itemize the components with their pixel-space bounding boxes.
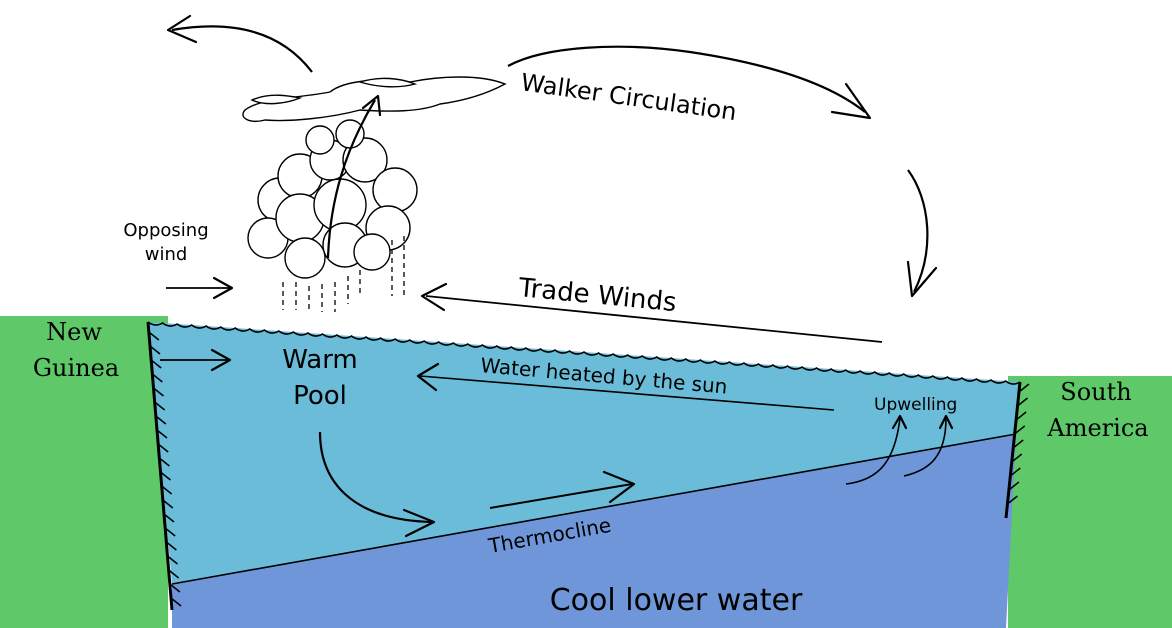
new-guinea-label-line2: Guinea: [33, 354, 119, 382]
upwelling-arrowhead-2: [938, 414, 954, 430]
walker-arrow-descend: [907, 169, 929, 293]
deep-flow-arrowhead: [602, 470, 636, 504]
opposing-wind-label-line2: wind: [145, 244, 188, 265]
walker-arrow-left-head: [166, 14, 198, 44]
opposing-wind-arrowhead: [212, 276, 234, 300]
thermocline-line: [171, 433, 1017, 585]
south-america-land: [1008, 376, 1172, 628]
warm-pool-label-line1: Warm: [282, 345, 358, 375]
south-america-coast: [1004, 381, 1022, 519]
rain-streaks: [282, 236, 405, 312]
rising-air-arrowhead: [361, 94, 382, 117]
water-heated-arrowhead: [416, 362, 440, 392]
south-america-label-line1: South: [1060, 378, 1131, 406]
trade-winds-arrow: [425, 295, 883, 343]
south-america-label-line2: America: [1046, 414, 1148, 442]
cool-lower-water-label: Cool lower water: [550, 583, 803, 618]
sea-surface-waves: [147, 321, 1021, 385]
new-guinea-coast: [146, 321, 174, 611]
upwelling-arrowhead-1: [891, 414, 908, 430]
walker-arrow-top-head: [830, 82, 872, 120]
trade-winds-arrowhead: [420, 282, 448, 312]
walker-arrow-descend-head: [906, 260, 938, 298]
deep-flow-arrow: [489, 483, 633, 509]
warm-water-layer: [148, 322, 1020, 584]
upwelling-arrow-2: [903, 417, 947, 477]
upwelling-arrow-1: [845, 417, 901, 485]
south-america-hatching: [1006, 383, 1030, 505]
walker-arrow-left: [171, 25, 313, 73]
rising-air-arrow: [326, 99, 376, 259]
new-guinea-hatching: [148, 331, 182, 607]
trade-winds-label: Trade Winds: [516, 273, 677, 318]
downwelling-arrowhead: [402, 508, 436, 538]
upwelling-label: Upwelling: [874, 395, 957, 415]
surface-current-arrowhead: [210, 348, 232, 372]
new-guinea-label-line1: New: [46, 318, 102, 346]
cool-water-layer: [172, 434, 1016, 628]
storm-cloud: [242, 76, 507, 279]
new-guinea-land: [0, 316, 168, 628]
opposing-wind-label-line1: Opposing: [123, 220, 208, 241]
downwelling-arrow: [318, 431, 433, 524]
walker-arrow-top: [507, 45, 866, 113]
water-heated-arrow: [419, 375, 835, 411]
warm-pool-label-line2: Pool: [293, 381, 347, 411]
walker-circulation-label: Walker Circulation: [519, 68, 738, 126]
